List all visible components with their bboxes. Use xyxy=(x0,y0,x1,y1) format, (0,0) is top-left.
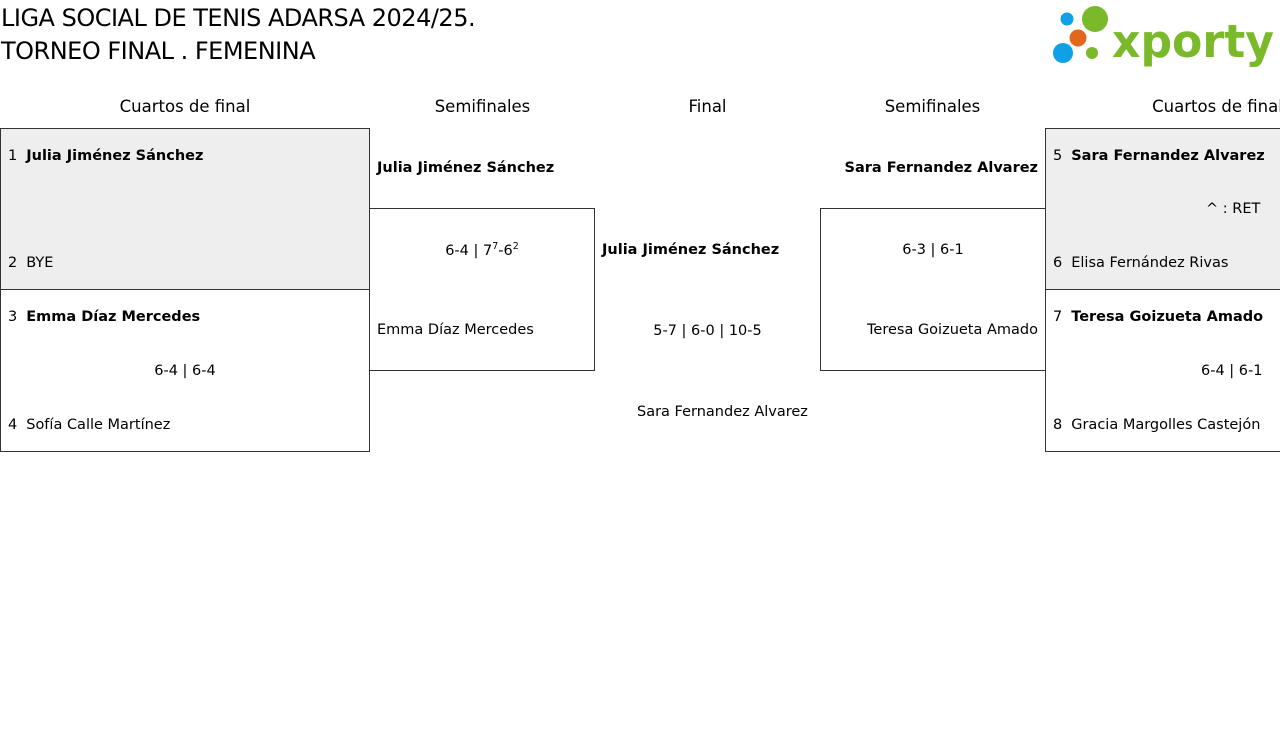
player-entry-q4-bottom[interactable]: 8 Gracia Margolles Castejón xyxy=(1053,416,1260,434)
logo-text: xporty xyxy=(1112,15,1274,68)
player-entry-q1-top[interactable]: 1 Julia Jiménez Sánchez xyxy=(8,147,203,165)
match-score-q2: 6-4 | 6-4 xyxy=(154,363,216,379)
match-score-final: 5-7 | 6-0 | 10-5 xyxy=(653,323,762,339)
round-header-final: Final xyxy=(688,97,727,116)
score-set: -6 xyxy=(498,243,513,259)
match-box-q3 xyxy=(1045,128,1280,290)
match-score-sf-left: 6-4 | 77-62 xyxy=(369,242,595,260)
match-box-q1 xyxy=(0,128,370,290)
logo-dot-green xyxy=(1082,6,1108,32)
player-entry-sf-left-top[interactable]: Julia Jiménez Sánchez xyxy=(377,160,555,176)
logo-dot-blue xyxy=(1053,43,1073,63)
seed-number: 5 xyxy=(1053,148,1063,164)
seed-number: 7 xyxy=(1053,309,1063,325)
player-entry-final-top[interactable]: Julia Jiménez Sánchez xyxy=(602,242,780,258)
title-line-1: LIGA SOCIAL DE TENIS ADARSA 2024/25. xyxy=(1,4,476,32)
logo-dot-blue-small xyxy=(1060,12,1074,26)
match-box-sf-left xyxy=(369,208,595,371)
seed-number: 2 xyxy=(8,255,18,271)
match-status-q3: ^ : RET xyxy=(1206,201,1261,217)
page-title: LIGA SOCIAL DE TENIS ADARSA 2024/25. TOR… xyxy=(1,2,476,68)
player-name: Sofía Calle Martínez xyxy=(26,417,171,433)
player-entry-q4-top[interactable]: 7 Teresa Goizueta Amado xyxy=(1053,308,1263,326)
seed-number: 6 xyxy=(1053,255,1063,271)
player-name: Sara Fernandez Alvarez xyxy=(1071,148,1265,164)
player-entry-q3-bottom[interactable]: 6 Elisa Fernández Rivas xyxy=(1053,254,1228,272)
player-entry-q2-bottom[interactable]: 4 Sofía Calle Martínez xyxy=(8,416,170,434)
tiebreak-points: 7 xyxy=(492,241,499,252)
player-entry-q1-bottom[interactable]: 2 BYE xyxy=(8,254,53,272)
round-header-right-quarters: Cuartos de final xyxy=(1152,97,1280,116)
player-entry-q3-top[interactable]: 5 Sara Fernandez Alvarez xyxy=(1053,147,1265,165)
score-sets: 6-4 | 7 xyxy=(445,243,493,259)
player-name: Emma Díaz Mercedes xyxy=(26,309,201,325)
player-entry-sf-left-bottom[interactable]: Emma Díaz Mercedes xyxy=(377,322,534,338)
match-box-q4 xyxy=(1045,289,1280,452)
player-entry-sf-right-bottom[interactable]: Teresa Goizueta Amado xyxy=(867,322,1038,338)
player-name: Elisa Fernández Rivas xyxy=(1071,255,1229,271)
title-line-2: TORNEO FINAL . FEMENINA xyxy=(1,37,316,65)
xporty-logo: xporty xyxy=(1053,6,1274,68)
match-score-q4: 6-4 | 6-1 xyxy=(1201,363,1263,379)
player-entry-q2-top[interactable]: 3 Emma Díaz Mercedes xyxy=(8,308,200,326)
logo-dot-green-small xyxy=(1086,47,1098,59)
round-header-right-semis: Semifinales xyxy=(884,97,981,116)
seed-number: 4 xyxy=(8,417,18,433)
player-name: Julia Jiménez Sánchez xyxy=(26,148,204,164)
logo-dot-orange xyxy=(1069,29,1087,47)
match-score-sf-right: 6-3 | 6-1 xyxy=(902,242,964,258)
round-header-left-quarters: Cuartos de final xyxy=(119,97,251,116)
tiebreak-points: 2 xyxy=(512,241,519,252)
match-box-sf-right xyxy=(820,208,1046,371)
round-header-left-semis: Semifinales xyxy=(434,97,531,116)
seed-number: 8 xyxy=(1053,417,1063,433)
player-name: Gracia Margolles Castejón xyxy=(1071,417,1261,433)
seed-number: 1 xyxy=(8,148,18,164)
player-entry-final-bottom[interactable]: Sara Fernandez Alvarez xyxy=(637,404,808,420)
player-name: Teresa Goizueta Amado xyxy=(1071,309,1264,325)
player-name: BYE xyxy=(26,255,54,271)
seed-number: 3 xyxy=(8,309,18,325)
player-entry-sf-right-top[interactable]: Sara Fernandez Alvarez xyxy=(844,160,1039,176)
